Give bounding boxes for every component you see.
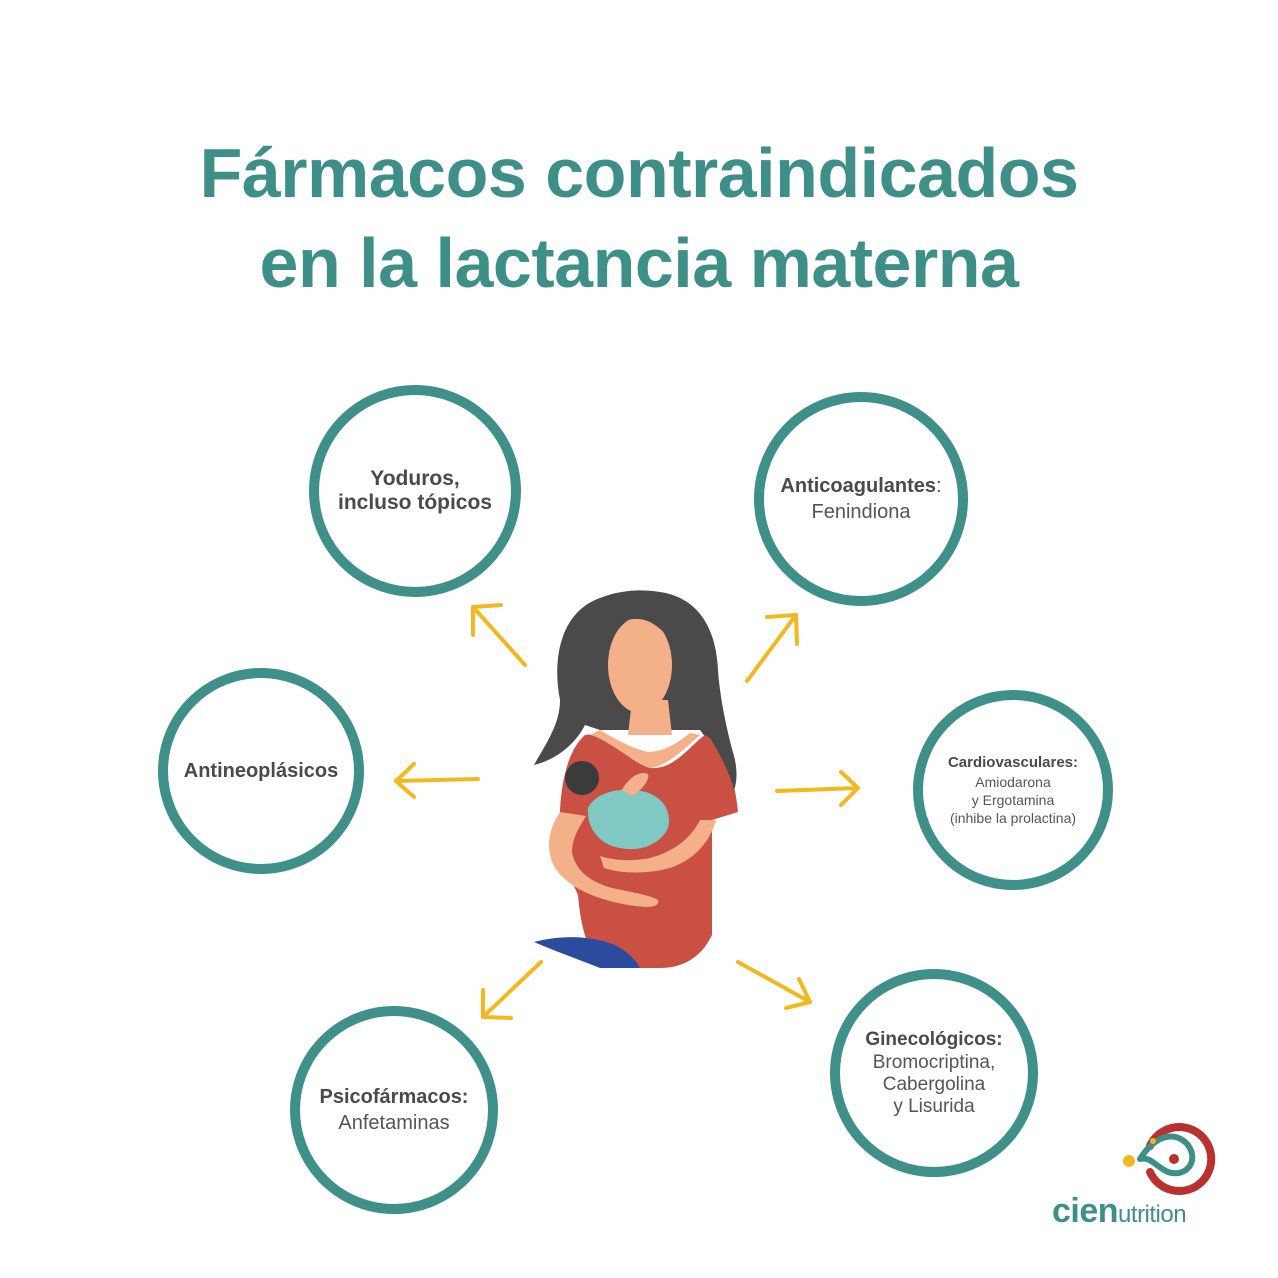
category-detail: Cabergolina [882, 1074, 986, 1095]
category-label: Anticoagulantes [780, 475, 936, 497]
cien-nutrition-logo-icon [1123, 1123, 1216, 1195]
category-ginecologicos: Ginecológicos: Bromocriptina, Cabergolin… [830, 969, 1038, 1177]
category-label-suffix: : [936, 475, 942, 497]
category-anticoagulantes: Anticoagulantes: Fenindiona [754, 392, 968, 606]
category-psicofarmacos: Psicofármacos: Anfetaminas [290, 1006, 498, 1214]
arrow-icon [471, 603, 527, 667]
category-label: Ginecológicos: [865, 1029, 1003, 1050]
category-label: Psicofármacos: [319, 1086, 469, 1108]
page-title: Fármacos contraindicados en la lactancia… [0, 128, 1278, 308]
category-detail: Fenindiona [811, 501, 911, 523]
category-detail: Amiodarona [975, 774, 1051, 790]
category-cardiovasculares: Cardiovasculares: Amiodarona y Ergotamin… [913, 690, 1113, 890]
title-line-1: Fármacos contraindicados [199, 134, 1079, 212]
category-label: Antineoplásicos [183, 759, 339, 782]
category-detail: Anfetaminas [338, 1112, 450, 1134]
category-label-row: Anticoagulantes: [780, 473, 941, 499]
mother-breastfeeding-illustration [534, 590, 738, 968]
category-label: Cardiovasculares: [947, 754, 1079, 771]
category-label: Yoduros, [370, 467, 460, 490]
category-label-line2: incluso tópicos [337, 491, 492, 514]
brand-logo-text: cienutrition [1052, 1192, 1187, 1231]
brand-name-bold: cien [1052, 1192, 1119, 1230]
title-line-2: en la lactancia materna [259, 224, 1019, 302]
category-antineoplasicos: Antineoplásicos [158, 668, 364, 874]
arrow-icon [775, 770, 860, 807]
category-detail: Bromocriptina, [872, 1052, 996, 1073]
category-yoduros: Yoduros, incluso tópicos [309, 385, 521, 597]
category-detail: (inhibe la prolactina) [949, 810, 1077, 826]
category-detail: y Lisurida [893, 1096, 975, 1117]
arrow-icon [736, 960, 812, 1010]
brand-name-rest: utrition [1118, 1201, 1187, 1228]
arrow-icon [394, 762, 480, 799]
arrow-icon [481, 960, 543, 1020]
category-detail: y Ergotamina [971, 792, 1055, 808]
arrow-icon [745, 613, 799, 683]
